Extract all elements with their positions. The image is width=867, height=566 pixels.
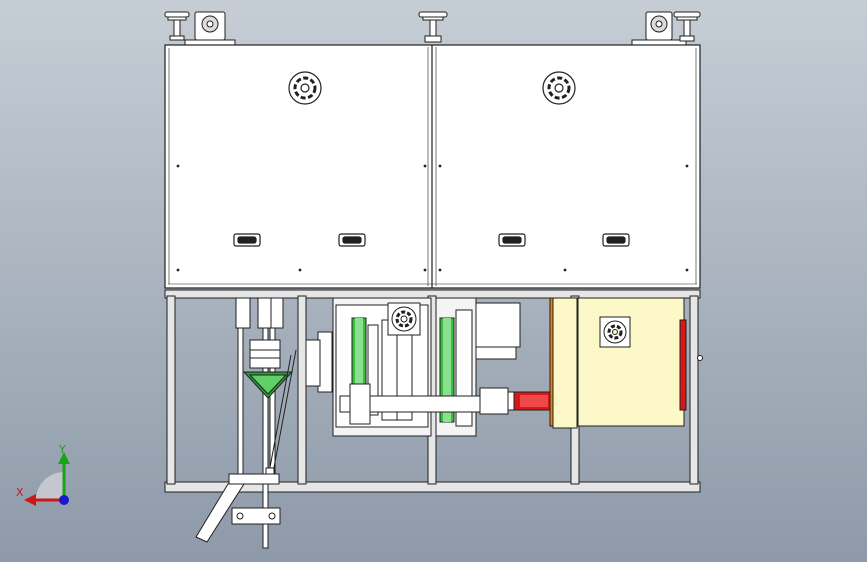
triad-x-label: X: [16, 486, 24, 499]
orientation-triad[interactable]: [24, 452, 70, 506]
lower-frame: [164, 289, 703, 493]
fan-vent-right: [542, 71, 576, 105]
fan-vent-left: [288, 71, 322, 105]
caster-left: [184, 11, 236, 47]
heater-fan: [599, 316, 631, 348]
panel-screws: [176, 164, 689, 272]
top-hardware: [164, 11, 701, 47]
triad-y-label: Y: [59, 443, 66, 456]
caster-right: [631, 11, 687, 47]
motor-fan: [387, 302, 421, 336]
leveling-foot-center: [418, 11, 448, 43]
upper-cabinet: [164, 44, 701, 289]
heater-box: [549, 297, 687, 429]
leveling-foot-right: [673, 11, 701, 42]
rod-assembly: [195, 297, 297, 549]
drive-assembly: [305, 297, 521, 437]
triad-x-arrow: [24, 494, 36, 506]
shaft-coupling: [507, 391, 555, 411]
triad-z-origin: [59, 495, 69, 505]
triad-y-arrow: [58, 452, 70, 464]
leveling-foot-left: [164, 11, 190, 41]
panel-handles: [233, 233, 630, 247]
